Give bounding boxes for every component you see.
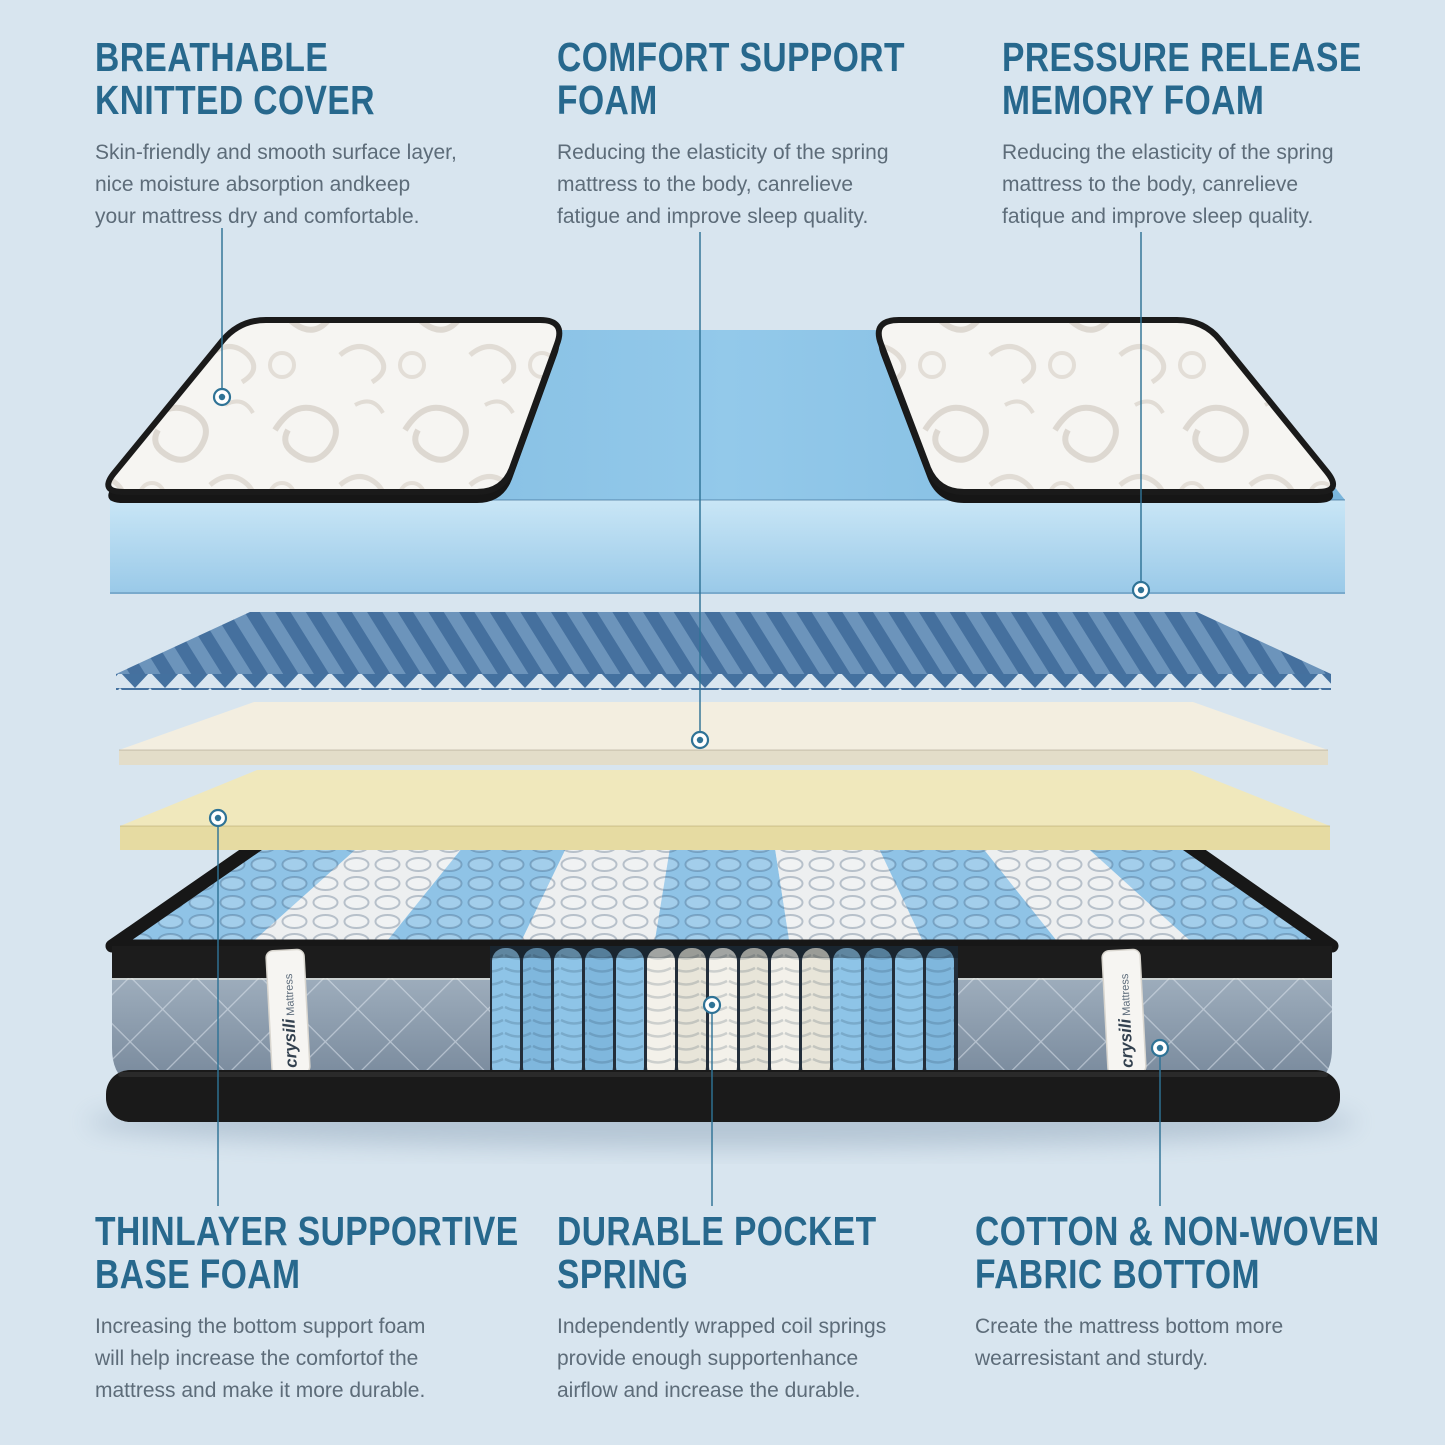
leader-comfort-support-foam [690, 232, 710, 750]
title-line: MEMORY FOAM [1002, 77, 1265, 124]
body-line: wearresistant and sturdy. [975, 1346, 1209, 1370]
leader-breathable-knitted-cover [212, 228, 232, 407]
callout-body: Reducing the elasticity of the spring ma… [557, 137, 977, 233]
body-line: mattress and make it more durable. [95, 1378, 426, 1402]
callout-durable-pocket-spring: DURABLE POCKET SPRING Independently wrap… [557, 1208, 987, 1407]
spring-top-bands [112, 842, 1332, 946]
callout-title: BREATHABLE KNITTED COVER [95, 34, 448, 124]
knitted-cover-right [875, 317, 1337, 503]
callout-breathable-knitted-cover: BREATHABLE KNITTED COVER Skin-friendly a… [95, 34, 525, 233]
callout-body: Independently wrapped coil springs provi… [557, 1311, 987, 1407]
body-line: mattress to the body, canrelieve [557, 172, 854, 196]
callout-title: DURABLE POCKET SPRING [557, 1208, 910, 1298]
brand-name-text: crysili [1115, 1017, 1137, 1068]
title-line: DURABLE POCKET [557, 1208, 877, 1254]
body-line: fatigue and improve sleep quality. [557, 204, 869, 228]
callout-body: Create the mattress bottom more wearresi… [975, 1311, 1425, 1375]
brand-tag-right: crysili Mattress [1101, 948, 1147, 1076]
body-line: fatique and improve sleep quality. [1002, 204, 1314, 228]
callout-title: COTTON & NON-WOVEN FABRIC BOTTOM [975, 1208, 1380, 1298]
brand-tag-left: crysili Mattress [265, 948, 311, 1076]
title-line: SPRING [557, 1251, 689, 1298]
leader-dot-core [218, 393, 226, 401]
leader-dot-core [214, 814, 222, 822]
body-line: Reducing the elasticity of the spring [1002, 140, 1334, 164]
callout-title: PRESSURE RELEASE MEMORY FOAM [1002, 34, 1362, 124]
body-line: Skin-friendly and smooth surface layer, [95, 140, 457, 164]
title-line: THINLAYER SUPPORTIVE [95, 1208, 519, 1254]
pocket-spring-columns [486, 946, 964, 1084]
brand-product-text: Mattress [1119, 973, 1133, 1016]
title-line: PRESSURE RELEASE [1002, 34, 1362, 80]
title-line: KNITTED COVER [95, 77, 375, 124]
leader-durable-pocket-spring [702, 995, 722, 1206]
callout-body: Skin-friendly and smooth surface layer, … [95, 137, 525, 233]
knitted-cover-left [105, 317, 563, 503]
body-line: mattress to the body, canrelieve [1002, 172, 1299, 196]
title-line: BASE FOAM [95, 1251, 301, 1298]
body-line: nice moisture absorption andkeep [95, 172, 411, 196]
callout-thinlayer-supportive-base-foam: THINLAYER SUPPORTIVE BASE FOAM Increasin… [95, 1208, 545, 1407]
quilted-side-panel-right [958, 946, 1332, 1088]
leader-dot-core [696, 736, 704, 744]
convoluted-foam-layer [116, 612, 1331, 690]
title-line: COTTON & NON-WOVEN [975, 1208, 1380, 1254]
body-line: will help increase the comfortof the [95, 1346, 419, 1370]
leader-fabric-bottom [1150, 1038, 1170, 1206]
callout-title: THINLAYER SUPPORTIVE BASE FOAM [95, 1208, 519, 1298]
leader-thinlayer-base-foam [208, 808, 228, 1206]
body-line: Create the mattress bottom more [975, 1314, 1284, 1338]
title-line: BREATHABLE [95, 34, 329, 80]
brand-product-text: Mattress [283, 973, 297, 1016]
callout-cotton-non-woven-fabric-bottom: COTTON & NON-WOVEN FABRIC BOTTOM Create … [975, 1208, 1425, 1375]
body-line: your mattress dry and comfortable. [95, 204, 420, 228]
body-line: Independently wrapped coil springs [557, 1314, 887, 1338]
thin-support-foam-layer [119, 702, 1328, 765]
leader-dot-core [708, 1001, 716, 1009]
callout-body: Reducing the elasticity of the spring ma… [1002, 137, 1432, 233]
callout-pressure-release-memory-foam: PRESSURE RELEASE MEMORY FOAM Reducing th… [1002, 34, 1432, 233]
bottom-trim-band [106, 1070, 1340, 1122]
title-line: COMFORT SUPPORT [557, 34, 905, 80]
callout-title: COMFORT SUPPORT FOAM [557, 34, 905, 124]
body-line: airflow and increase the durable. [557, 1378, 861, 1402]
body-line: Increasing the bottom support foam [95, 1314, 426, 1338]
leader-dot-core [1156, 1044, 1164, 1052]
leader-pressure-release-memory-foam [1131, 232, 1151, 600]
title-line: FABRIC BOTTOM [975, 1251, 1260, 1298]
title-line: FOAM [557, 77, 658, 124]
body-line: provide enough supportenhance [557, 1346, 859, 1370]
brand-name-text: crysili [279, 1017, 301, 1068]
leader-dot-core [1137, 586, 1145, 594]
callout-comfort-support-foam: COMFORT SUPPORT FOAM Reducing the elasti… [557, 34, 977, 233]
body-line: Reducing the elasticity of the spring [557, 140, 889, 164]
pocket-spring-base: crysili Mattress crysili Mattress [87, 835, 1357, 1148]
base-foam-layer [120, 770, 1330, 850]
callout-body: Increasing the bottom support foam will … [95, 1311, 545, 1407]
